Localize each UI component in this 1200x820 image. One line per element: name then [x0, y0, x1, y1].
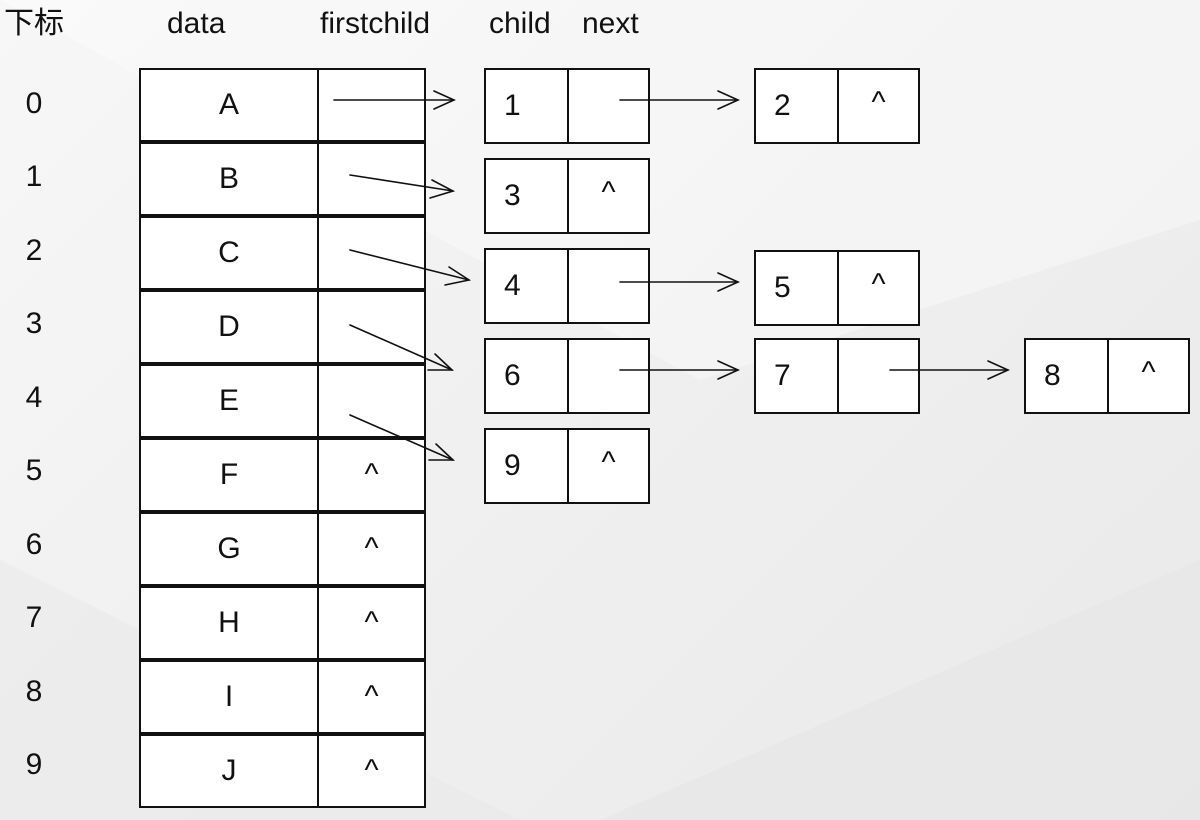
row-index: 1 — [25, 160, 43, 193]
array-row: J ^ — [139, 734, 426, 808]
arrow-e-to-9 — [349, 414, 456, 461]
header-child: child — [489, 7, 551, 40]
child-node: 1 — [484, 68, 650, 144]
data-cell: C — [139, 216, 319, 290]
arrow-a-to-1 — [333, 90, 456, 110]
row-index: 5 — [25, 454, 43, 487]
child-cell: 7 — [754, 338, 839, 414]
child-cell: 4 — [484, 248, 569, 324]
child-node: 6 — [484, 338, 650, 414]
child-cell: 3 — [484, 158, 569, 234]
row-index: 8 — [25, 675, 43, 708]
child-cell: 5 — [754, 250, 839, 326]
child-node: 7 — [754, 338, 920, 414]
firstchild-cell: ^ — [317, 586, 426, 660]
next-cell — [567, 68, 650, 144]
arrow-b-to-3 — [349, 174, 456, 199]
next-cell: ^ — [1107, 338, 1190, 414]
row-index: 9 — [25, 748, 43, 781]
head-array: A B C D E F ^ G ^ H ^ I ^ J ^ — [139, 68, 426, 808]
child-cell: 9 — [484, 428, 569, 504]
row-index: 2 — [25, 234, 43, 267]
data-cell: A — [139, 68, 319, 142]
firstchild-cell: ^ — [317, 512, 426, 586]
array-row: F ^ — [139, 438, 426, 512]
child-cell: 8 — [1024, 338, 1109, 414]
firstchild-cell — [317, 364, 426, 438]
row-index: 0 — [25, 87, 43, 120]
firstchild-cell — [317, 216, 426, 290]
child-node: 2 ^ — [754, 68, 920, 144]
arrow-4-to-5 — [619, 272, 740, 292]
array-row: I ^ — [139, 660, 426, 734]
arrow-1-to-2 — [619, 90, 740, 110]
array-row: H ^ — [139, 586, 426, 660]
next-cell: ^ — [837, 68, 920, 144]
data-cell: I — [139, 660, 319, 734]
arrow-7-to-8 — [889, 360, 1010, 380]
header-firstchild: firstchild — [320, 7, 431, 40]
firstchild-cell — [317, 290, 426, 364]
next-cell: ^ — [837, 250, 920, 326]
row-index: 3 — [25, 307, 43, 340]
header-next: next — [582, 7, 639, 40]
array-row: G ^ — [139, 512, 426, 586]
array-row: C — [139, 216, 426, 290]
data-cell: H — [139, 586, 319, 660]
header-index: 下标 — [4, 7, 64, 40]
child-node: 8 ^ — [1024, 338, 1190, 414]
next-cell — [567, 338, 650, 414]
data-cell: E — [139, 364, 319, 438]
row-index: 7 — [25, 601, 43, 634]
array-row: A — [139, 68, 426, 142]
child-node: 4 — [484, 248, 650, 324]
next-cell: ^ — [567, 158, 650, 234]
firstchild-cell: ^ — [317, 660, 426, 734]
data-cell: F — [139, 438, 319, 512]
header-data: data — [167, 7, 226, 40]
firstchild-cell: ^ — [317, 438, 426, 512]
arrow-d-to-6 — [349, 324, 455, 371]
child-node: 5 ^ — [754, 250, 920, 326]
array-row: E — [139, 364, 426, 438]
next-cell — [567, 248, 650, 324]
firstchild-cell — [317, 68, 426, 142]
next-cell: ^ — [567, 428, 650, 504]
arrow-6-to-7 — [619, 360, 740, 380]
data-cell: J — [139, 734, 319, 808]
arrow-c-to-4 — [349, 249, 472, 286]
row-index: 6 — [25, 528, 43, 561]
row-index: 4 — [25, 381, 43, 414]
child-node: 9 ^ — [484, 428, 650, 504]
array-row: D — [139, 290, 426, 364]
next-cell — [837, 338, 920, 414]
child-node: 3 ^ — [484, 158, 650, 234]
firstchild-cell: ^ — [317, 734, 426, 808]
